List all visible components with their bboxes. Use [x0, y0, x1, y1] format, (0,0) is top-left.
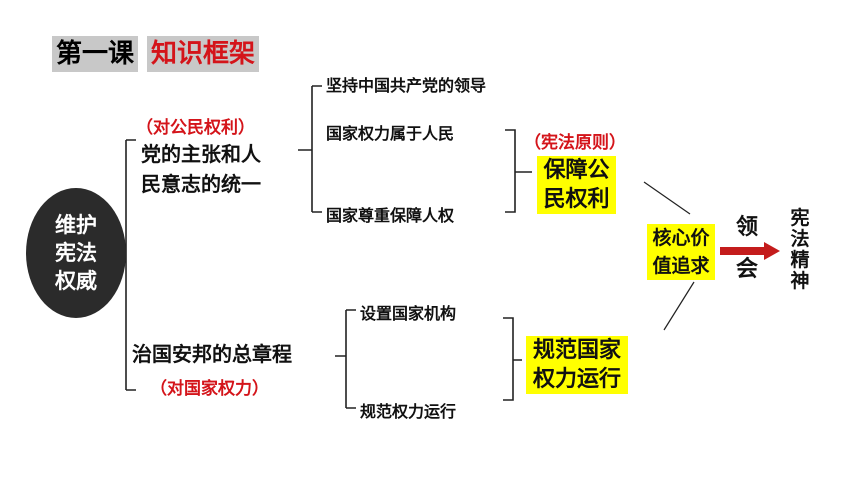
spirit-char: 精 — [790, 249, 810, 271]
topic-label: 知识框架 — [147, 36, 260, 72]
core-value-line: 值追求 — [652, 255, 710, 277]
principle-note: （宪法原则） — [524, 133, 626, 153]
bottom-branch-note: （对国家权力） — [150, 379, 269, 399]
spirit-char: 法 — [790, 228, 810, 250]
top-item: 国家尊重保障人权 — [326, 206, 455, 225]
core-value-box: 核心价 值追求 — [647, 224, 715, 280]
root-line: 权威 — [55, 269, 97, 293]
protect-rights-box: 保障公 民权利 — [537, 156, 616, 214]
understand-char: 会 — [736, 257, 759, 282]
regulate-power-line: 权力运行 — [532, 367, 621, 392]
top-branch-label-line: 党的主张和人 — [141, 142, 261, 166]
bottom-item: 规范权力运行 — [360, 402, 457, 421]
protect-rights-line: 民权利 — [543, 187, 610, 212]
regulate-power-box: 规范国家 权力运行 — [526, 336, 628, 394]
core-value-line: 核心价 — [652, 227, 710, 249]
top-branch-note: （对公民权利） — [136, 118, 255, 138]
root-node: 维护 宪法 权威 — [26, 188, 126, 318]
regulate-power-line: 规范国家 — [532, 338, 621, 363]
understand-char: 领 — [736, 215, 759, 240]
protect-rights-line: 保障公 — [543, 158, 610, 183]
bottom-item: 设置国家机构 — [360, 304, 457, 323]
top-item: 国家权力属于人民 — [326, 124, 455, 143]
root-line: 宪法 — [55, 241, 97, 265]
spirit-char: 宪 — [790, 207, 810, 229]
spirit-char: 神 — [790, 270, 810, 292]
bottom-branch-label: 治国安邦的总章程 — [132, 342, 292, 366]
lesson-label: 第一课 — [52, 36, 139, 72]
spirit-label: 宪 法 精 神 — [788, 208, 812, 292]
root-line: 维护 — [55, 213, 97, 237]
arrow-right-icon — [720, 242, 780, 260]
top-branch-label-line: 民意志的统一 — [141, 172, 261, 196]
top-item: 坚持中国共产党的领导 — [326, 76, 487, 95]
